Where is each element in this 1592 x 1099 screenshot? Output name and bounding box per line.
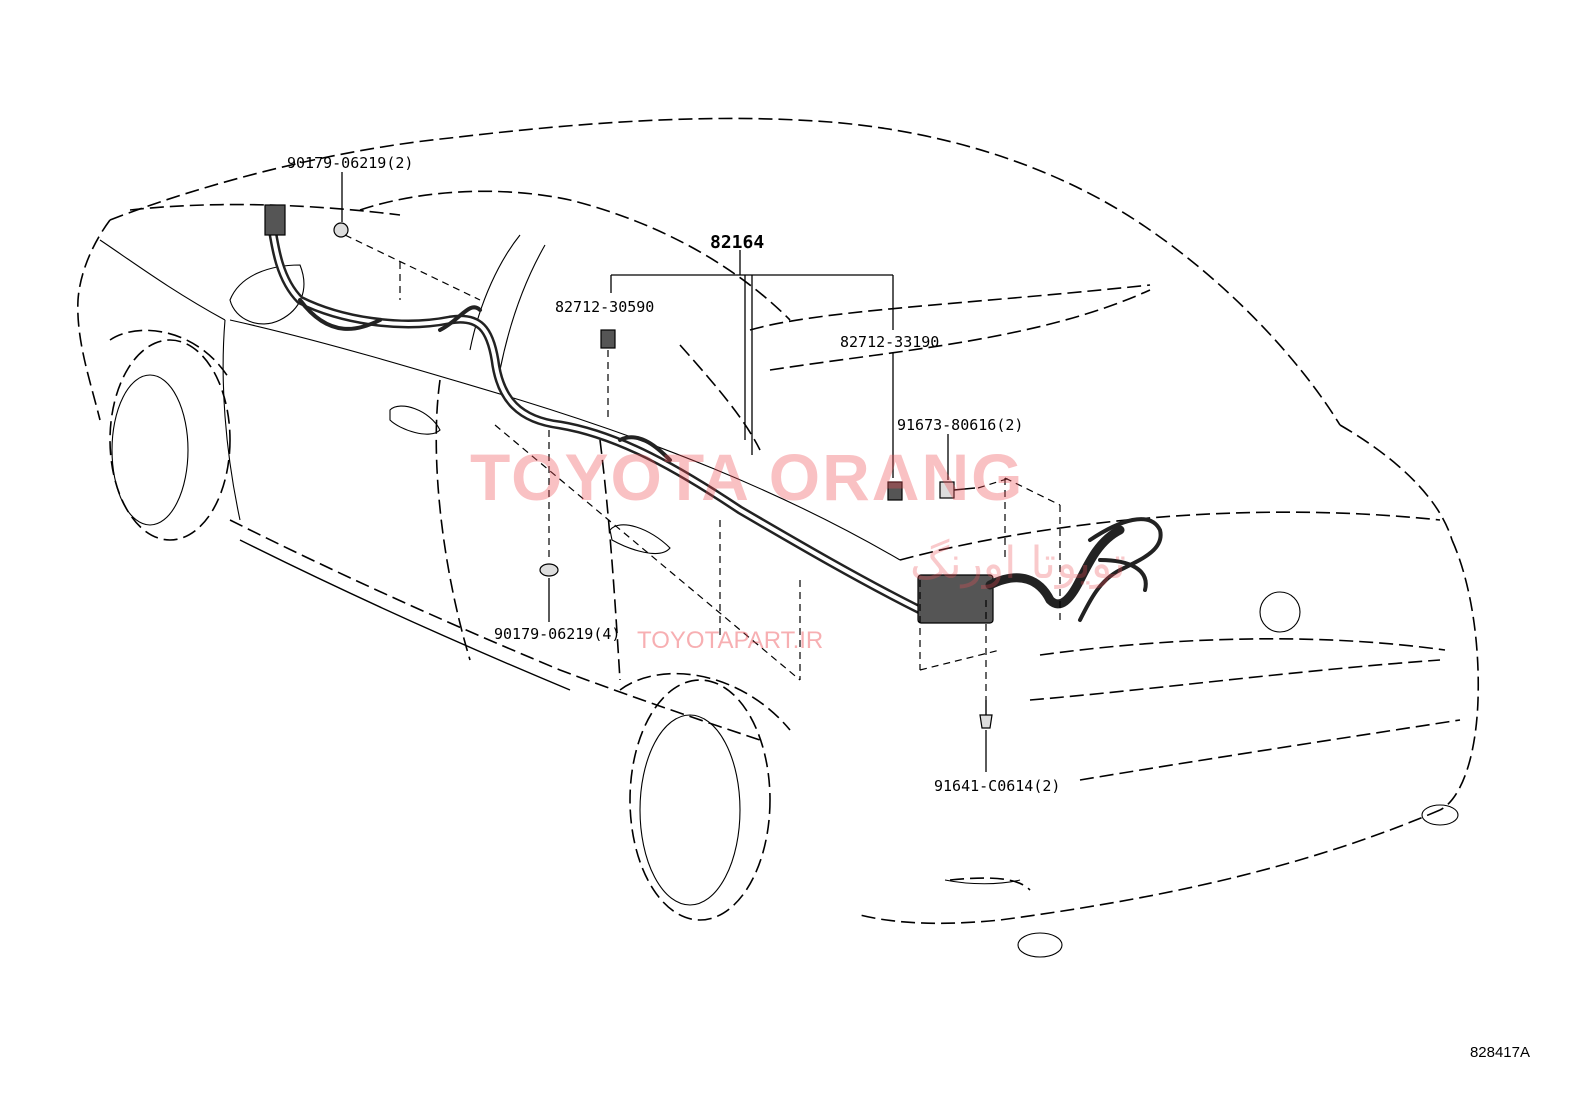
bolt-icon xyxy=(939,481,976,499)
clip-icon xyxy=(539,563,559,577)
leader-lines xyxy=(341,172,1061,772)
wire-harness-82164 xyxy=(264,204,1163,624)
parts xyxy=(333,222,993,729)
car-body-outline xyxy=(77,117,1480,958)
callout-bolt-lower: 91641-C0614(2) xyxy=(934,777,1060,795)
clamp-icon xyxy=(600,329,616,349)
callout-clamp-b: 82712-33190 xyxy=(840,333,939,351)
watermark-brand: TOYOTA ORANG xyxy=(470,440,1024,514)
figure-code: 828417A xyxy=(1470,1044,1530,1061)
callout-bolt-upper: 91673-80616(2) xyxy=(897,416,1023,434)
main-part-label: 82164 xyxy=(710,232,764,253)
clip-icon xyxy=(333,222,349,238)
callout-clip-lower: 90179-06219(4) xyxy=(494,625,620,643)
watermark-persian: تویوتا اورنگ xyxy=(910,538,1126,589)
callout-labels: 82164 90179-06219(2) 82712-30590 82712-3… xyxy=(287,154,1530,1061)
callout-clamp-front: 90179-06219(2) xyxy=(287,154,413,172)
callout-clamp-a: 82712-30590 xyxy=(555,298,654,316)
bolt-icon xyxy=(979,700,993,729)
watermark-site: TOYOTAPART.IR xyxy=(637,627,823,654)
clamp-icon xyxy=(887,481,903,501)
watermark: TOYOTA ORANG تویوتا اورنگ TOYOTAPART.IR xyxy=(470,440,1126,654)
